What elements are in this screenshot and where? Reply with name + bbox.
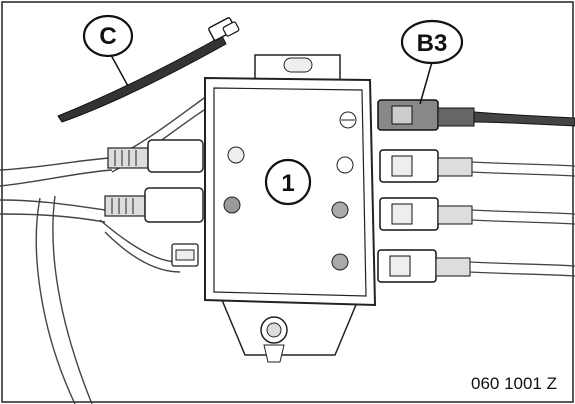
callout-c-label: C: [99, 23, 116, 50]
left-plug-small: [171, 243, 199, 267]
unit-hole: [331, 201, 349, 219]
callout-b3-label: B3: [417, 30, 448, 57]
right-connector: [377, 249, 575, 283]
cable-tie: [57, 17, 240, 123]
leader-line-c: [110, 54, 129, 87]
callout-b3: B3: [400, 19, 464, 65]
unit-hole: [336, 156, 354, 174]
leader-line-b3: [419, 61, 433, 105]
unit-hole: [331, 253, 349, 271]
right-connector: [379, 149, 575, 183]
right-connector-b3: [377, 99, 575, 131]
left-plug-lower: [104, 187, 204, 223]
mounting-bracket: [220, 54, 360, 363]
callout-1: 1: [264, 158, 312, 206]
callout-c: C: [82, 14, 134, 58]
right-connector: [379, 197, 575, 231]
callout-1-label: 1: [281, 170, 294, 197]
unit-hole: [227, 146, 245, 164]
figure-code: 060 1001 Z: [470, 374, 557, 393]
unit-hole: [223, 196, 241, 214]
left-plug-upper: [107, 139, 204, 173]
